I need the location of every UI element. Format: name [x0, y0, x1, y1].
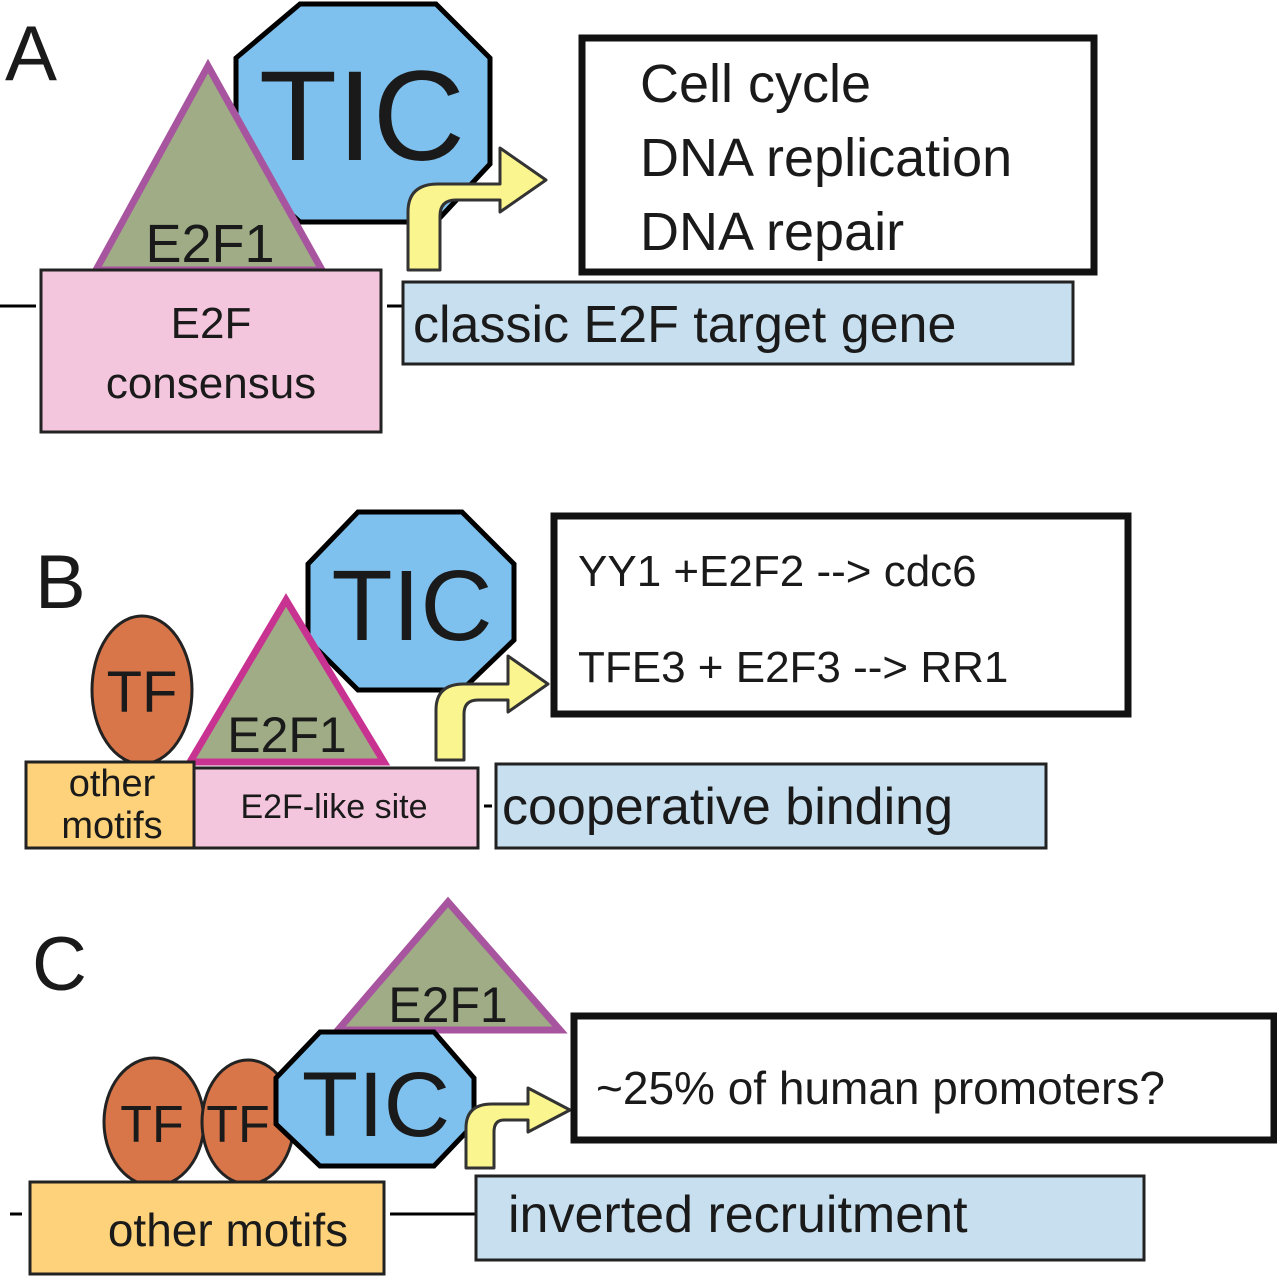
panel-b-gene-label: cooperative binding	[502, 778, 953, 836]
panel-b-motifs-line1: other	[69, 763, 156, 805]
panel-a-site-line2: consensus	[106, 359, 316, 408]
panel-c-transcription-arrow-icon	[464, 1086, 572, 1170]
panel-b-example-item: TFE3 + E2F3 --> RR1	[578, 643, 1008, 692]
panel-a-target-item: DNA repair	[640, 202, 904, 262]
panel-a-target-item: DNA replication	[640, 128, 1012, 188]
panel-b-e2f-like-site	[192, 766, 480, 850]
panel-a-transcription-arrow-icon	[406, 146, 548, 272]
panel-c-other-motifs	[28, 1180, 386, 1276]
panel-b-e2f1-triangle	[183, 593, 391, 766]
panel-c-gene-label: inverted recruitment	[508, 1186, 968, 1244]
panel-b-tf-label: TF	[107, 660, 178, 725]
panel-a-gene-label: classic E2F target gene	[413, 296, 956, 354]
panel-b-label: B	[35, 540, 86, 625]
panel-b-examples-box	[550, 512, 1132, 718]
panel-b-transcription-arrow-icon	[434, 654, 550, 762]
panel-b-gene-box	[494, 762, 1048, 850]
panel-b: B TIC TF E2F1 other motifs E2F-like site…	[24, 509, 1132, 850]
panel-c-label: C	[32, 922, 87, 1007]
panel-a: A TIC E2F1 E2F consensus classic E2F tar…	[0, 1, 1098, 434]
panel-b-site-label: E2F-like site	[240, 788, 427, 826]
panel-a-targets-box	[578, 34, 1098, 276]
panel-c-note-label: ~25% of human promoters?	[596, 1062, 1165, 1114]
panel-b-motifs-line2: motifs	[61, 805, 162, 847]
panel-a-label: A	[5, 9, 57, 97]
panel-a-tic-label: TIC	[259, 45, 465, 188]
panel-a-e2f1-label: E2F1	[145, 214, 274, 274]
panel-a-target-item: Cell cycle	[640, 54, 871, 114]
panel-a-gene-box	[401, 280, 1075, 366]
panel-c-e2f1-label: E2F1	[388, 977, 508, 1033]
panel-c-tf2-label: TF	[206, 1096, 270, 1154]
panel-a-consensus-site	[39, 268, 383, 434]
panel-c-e2f1-triangle	[330, 896, 568, 1034]
panel-a-site-line1: E2F	[171, 299, 252, 348]
panel-b-other-motifs	[24, 760, 196, 850]
panel-c-tic-label: TIC	[302, 1054, 450, 1156]
panel-c: C E2F1 TF TF TIC other motifs inverted r…	[10, 896, 1277, 1276]
panel-b-example-item: YY1 +E2F2 --> cdc6	[578, 547, 977, 596]
panel-c-note-box	[570, 1012, 1277, 1144]
panel-c-motifs-label: other motifs	[108, 1204, 348, 1256]
panel-c-tf1-label: TF	[120, 1096, 184, 1154]
panel-c-gene-box	[474, 1174, 1146, 1262]
panel-b-tic-label: TIC	[331, 550, 492, 662]
panel-b-e2f1-label: E2F1	[227, 707, 347, 763]
panel-c-tic-octagon	[273, 1029, 477, 1169]
